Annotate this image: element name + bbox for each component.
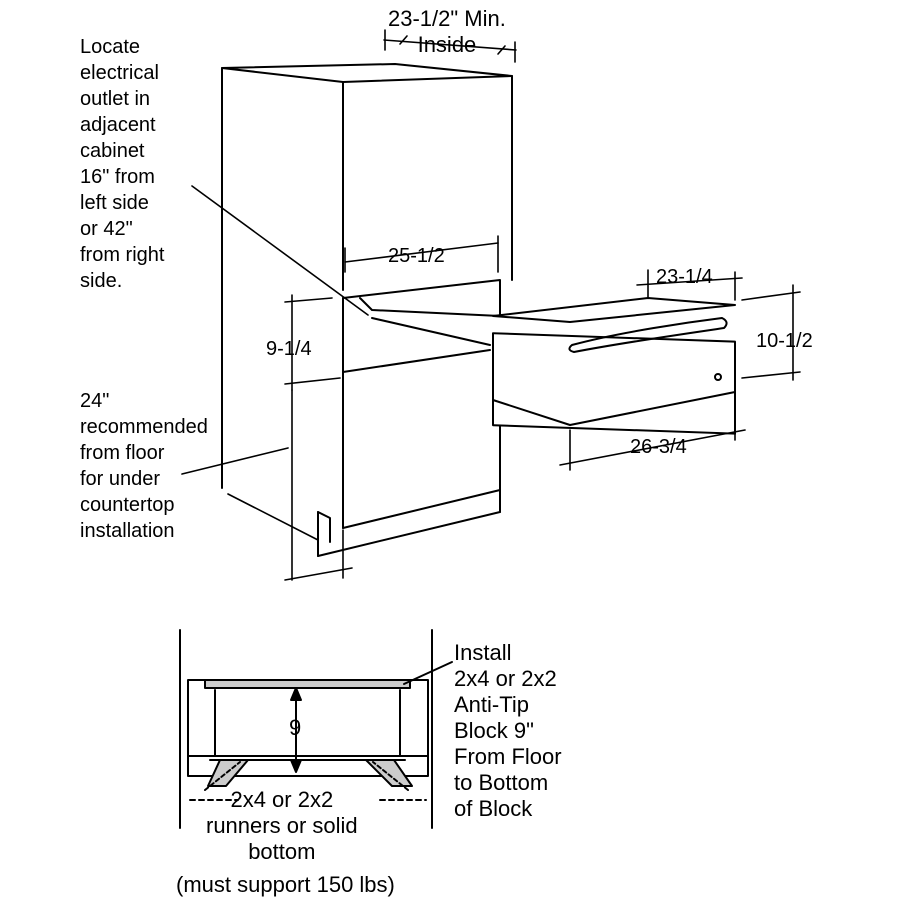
dimension-line-0 bbox=[383, 39, 517, 51]
cutout-sill bbox=[342, 349, 491, 373]
cutout-back bbox=[342, 279, 501, 317]
top-width-label: 23-1/2" Min. Inside bbox=[388, 6, 506, 57]
dimension-line-14 bbox=[636, 277, 743, 286]
floor-height-note: 24" recommended from floor for under cou… bbox=[80, 390, 208, 542]
opening-width-label: 25-1/2 bbox=[388, 245, 445, 267]
runners-note: 2x4 or 2x2 runners or solid bottom bbox=[206, 787, 358, 864]
cabinet-top bbox=[221, 63, 513, 83]
drawer-height-label: 10-1/2 bbox=[756, 330, 813, 352]
block-height-label: 9 bbox=[289, 715, 302, 740]
dimension-line-3 bbox=[399, 35, 408, 45]
outlet-leader bbox=[191, 185, 369, 316]
drawing-stroke-61 bbox=[290, 759, 302, 773]
dimension-line-9 bbox=[284, 377, 341, 385]
dimension-line-5 bbox=[344, 242, 499, 263]
drawing-stroke-60 bbox=[290, 687, 302, 701]
cutout-inner bbox=[359, 297, 501, 317]
drawer-knob bbox=[714, 373, 722, 381]
drawer-handle bbox=[568, 317, 728, 353]
drawing-stroke-57 bbox=[204, 761, 241, 791]
dimension-line-12 bbox=[284, 567, 353, 581]
drawer-top bbox=[492, 297, 736, 323]
dimension-line-20 bbox=[559, 429, 746, 466]
dimension-line-17 bbox=[741, 291, 801, 301]
anti-tip-leader bbox=[403, 661, 453, 685]
anti-tip-note: Install 2x4 or 2x2 Anti-Tip Block 9" Fro… bbox=[454, 640, 562, 821]
right-runner bbox=[365, 759, 413, 787]
dimension-line-18 bbox=[741, 371, 801, 379]
warming-drawer bbox=[492, 297, 736, 435]
toe-kick bbox=[317, 511, 331, 543]
support-note: (must support 150 lbs) bbox=[176, 872, 395, 897]
anti-tip-block bbox=[204, 679, 411, 689]
dimension-line-4 bbox=[497, 45, 506, 55]
base-bottom bbox=[317, 511, 501, 557]
anti-tip-detail bbox=[179, 629, 453, 829]
drawer-front bbox=[492, 332, 736, 435]
drawing-stroke-58 bbox=[372, 761, 409, 791]
cutout-floor bbox=[371, 317, 491, 346]
outlet-note: Locate electrical outlet in adjacent cab… bbox=[80, 36, 165, 292]
cabinet bbox=[221, 63, 513, 557]
drawer-bottom bbox=[492, 391, 736, 426]
left-runner bbox=[207, 759, 249, 787]
opening-height-label: 9-1/4 bbox=[266, 338, 312, 360]
dimension-line-25 bbox=[227, 493, 319, 541]
drawer-width-label: 23-1/4 bbox=[656, 266, 713, 288]
dimension-line-8 bbox=[284, 297, 333, 303]
drawer-depth-label: 26-3/4 bbox=[630, 436, 687, 458]
floor-leader bbox=[181, 447, 289, 475]
dimension-lines bbox=[181, 29, 801, 581]
toe-kick-top bbox=[342, 489, 501, 529]
